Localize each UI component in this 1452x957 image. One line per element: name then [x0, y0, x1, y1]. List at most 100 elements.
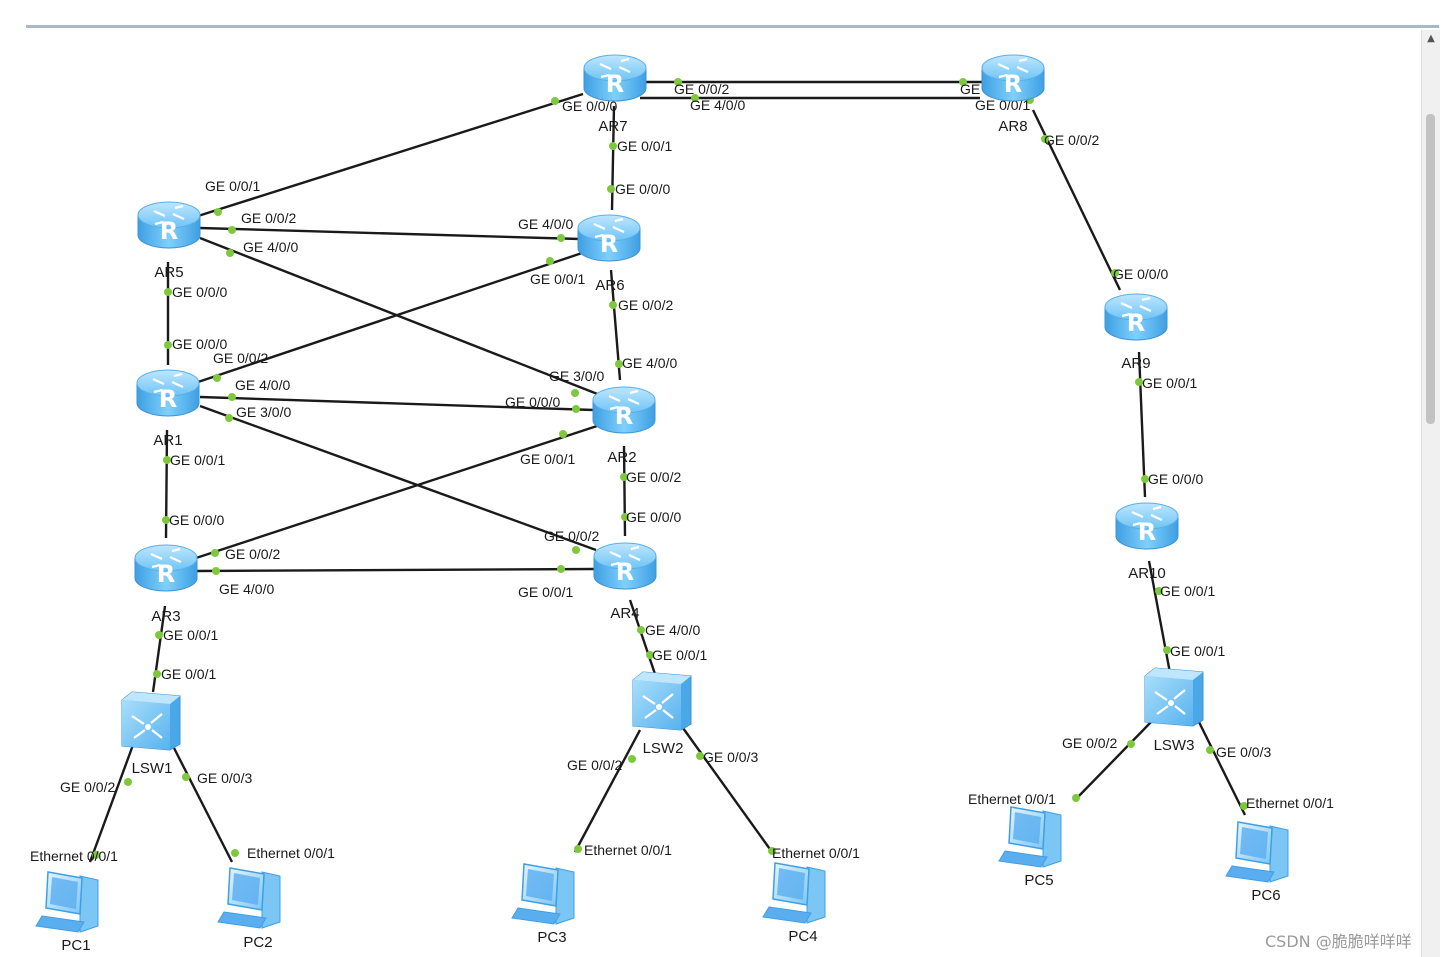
port-indicator-dot — [163, 456, 171, 464]
pc-icon[interactable] — [35, 871, 99, 933]
switch-icon[interactable] — [121, 691, 181, 751]
link-ar1-ar4[interactable]: GE 3/0/0GE 0/0/2 — [199, 404, 599, 554]
router-icon[interactable]: R — [592, 386, 656, 434]
router-icon[interactable]: R — [577, 214, 641, 262]
pc-icon[interactable] — [762, 862, 826, 924]
port-label-ar1: GE 0/0/0 — [172, 336, 227, 352]
link-ar1-ar3[interactable]: GE 0/0/1GE 0/0/0 — [162, 429, 225, 539]
device-name: PC2 — [243, 934, 272, 951]
switch-icon[interactable] — [1144, 667, 1204, 727]
pc-pc1[interactable]: PC1 — [35, 871, 99, 954]
switch-lsw1[interactable]: LSW1 — [121, 691, 181, 777]
port-indicator-dot — [213, 374, 221, 382]
link-ar10-lsw3[interactable]: GE 0/0/1GE 0/0/1 — [1147, 560, 1225, 674]
scroll-up-arrow-icon[interactable]: ▲ — [1427, 33, 1435, 44]
link-ar6-ar2[interactable]: GE 0/0/2GE 4/0/0 — [609, 269, 677, 381]
link-ar7-ar6[interactable]: GE 0/0/1GE 0/0/0 — [607, 105, 672, 211]
pc-icon[interactable] — [511, 863, 575, 925]
router-icon[interactable]: R — [134, 544, 198, 592]
router-icon[interactable]: R — [981, 54, 1045, 102]
svg-text:R: R — [1127, 309, 1145, 337]
pc-pc2[interactable]: PC2 — [217, 867, 281, 951]
link-line[interactable] — [199, 404, 597, 552]
link-line[interactable] — [195, 567, 597, 573]
link-ar8-ar9[interactable]: GE 0/0/2GE 0/0/0 — [1031, 109, 1168, 291]
scrollbar-thumb[interactable] — [1426, 114, 1435, 424]
pc-icon[interactable] — [217, 867, 281, 929]
port-indicator-dot — [620, 473, 628, 481]
switch-icon[interactable] — [632, 671, 692, 731]
link-ar1-ar6[interactable]: GE 0/0/2GE 0/0/1 — [197, 250, 586, 384]
link-line[interactable] — [1147, 560, 1172, 674]
link-ar5-ar1[interactable]: GE 0/0/0GE 0/0/0 — [164, 262, 227, 365]
router-icon[interactable]: R — [583, 54, 647, 102]
link-line[interactable] — [199, 395, 595, 412]
link-line[interactable] — [682, 727, 773, 853]
link-ar1-ar2[interactable]: GE 4/0/0GE 0/0/0 — [199, 377, 595, 413]
link-line[interactable] — [628, 599, 658, 678]
router-icon[interactable]: R — [593, 542, 657, 590]
port-label-ar7: GE 4/0/0 — [690, 97, 745, 113]
vertical-scrollbar[interactable]: ▲ — [1421, 30, 1440, 957]
link-line[interactable] — [573, 729, 642, 853]
device-name: PC4 — [788, 928, 817, 945]
pc-icon[interactable] — [998, 806, 1062, 868]
pc-pc4[interactable]: PC4 — [762, 862, 826, 945]
router-icon[interactable]: R — [1104, 293, 1168, 341]
pc-pc5[interactable]: PC5 — [998, 806, 1062, 889]
switch-lsw3[interactable]: LSW3 — [1144, 667, 1204, 754]
link-ar3-ar2[interactable]: GE 0/0/2GE 0/0/1 — [195, 424, 598, 562]
link-ar5-ar7[interactable]: GE 0/0/1GE 0/0/0 — [197, 92, 617, 218]
link-line[interactable] — [199, 236, 601, 397]
link-line[interactable] — [1196, 719, 1247, 816]
port-indicator-dot — [211, 549, 219, 557]
link-ar2-ar4[interactable]: GE 0/0/2GE 0/0/0 — [620, 445, 681, 537]
link-line[interactable] — [1074, 719, 1154, 801]
switch-lsw2[interactable]: LSW2 — [632, 671, 692, 757]
link-ar3-lsw1[interactable]: GE 0/0/1GE 0/0/1 — [151, 605, 218, 693]
link-line[interactable] — [197, 92, 584, 218]
link-line[interactable] — [195, 424, 598, 560]
port-indicator-dot — [674, 78, 682, 86]
router-icon[interactable]: R — [1115, 502, 1179, 550]
port-label-ar10: GE 0/0/0 — [1148, 471, 1203, 487]
link-line[interactable] — [622, 445, 627, 537]
link-line[interactable] — [197, 250, 586, 384]
router-icon[interactable]: R — [136, 369, 200, 417]
pc-pc3[interactable]: PC3 — [511, 863, 575, 946]
link-line[interactable] — [172, 747, 234, 863]
pc-icon[interactable] — [1225, 821, 1289, 883]
link-ar7-ar8[interactable]: GE 0/0/2GE 0/0/0 — [645, 78, 1015, 97]
link-line[interactable] — [199, 226, 581, 241]
router-icon[interactable]: R — [137, 201, 201, 249]
link-line[interactable] — [88, 744, 135, 863]
link-ar9-ar10[interactable]: GE 0/0/1GE 0/0/0 — [1135, 351, 1203, 498]
link-ar4-lsw2[interactable]: GE 4/0/0GE 0/0/1 — [628, 599, 707, 678]
pc-pc6[interactable]: PC6 — [1225, 821, 1289, 904]
link-ar5-ar2[interactable]: GE 4/0/0GE 3/0/0 — [199, 236, 604, 397]
link-line[interactable] — [1137, 351, 1147, 498]
link-line[interactable] — [151, 605, 167, 693]
canvas-top-border — [26, 25, 1439, 28]
